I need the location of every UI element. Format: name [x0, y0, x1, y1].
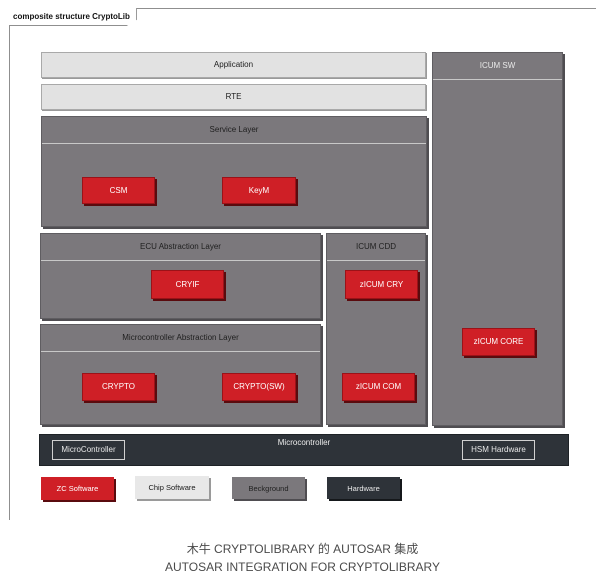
- zicum-core-module: zICUM CORE: [462, 328, 535, 356]
- icum-cdd-label: ICUM CDD: [356, 242, 396, 251]
- icum-sw-layer: ICUM SW: [432, 52, 563, 426]
- application-label: Application: [213, 60, 254, 69]
- rte-label: RTE: [225, 92, 242, 101]
- diagram-frame: [9, 8, 596, 520]
- service-layer: Service Layer: [41, 116, 427, 227]
- microcontroller-block: MicroController: [52, 440, 125, 460]
- mcal-header: Microcontroller Abstraction Layer: [41, 325, 320, 352]
- rte-layer: RTE: [41, 84, 426, 110]
- keym-module: KeyM: [222, 177, 296, 204]
- icum-cdd-header: ICUM CDD: [327, 234, 425, 261]
- hsm-hardware-block: HSM Hardware: [462, 440, 535, 460]
- service-layer-header: Service Layer: [42, 117, 426, 144]
- crypto-module: CRYPTO: [82, 373, 155, 401]
- application-layer: Application: [41, 52, 426, 78]
- legend-background: Beckground: [232, 477, 305, 499]
- legend-chip-software: Chip Software: [135, 476, 209, 499]
- cryif-module: CRYIF: [151, 270, 224, 299]
- caption-chinese: 木牛 CRYPTOLIBRARY 的 AUTOSAR 集成: [186, 542, 419, 556]
- caption-english: AUTOSAR INTEGRATION FOR CRYPTOLIBRARY: [165, 560, 440, 574]
- zicum-cry-module: zICUM CRY: [345, 270, 418, 299]
- mcal-label: Microcontroller Abstraction Layer: [122, 333, 239, 342]
- crypto-sw-module: CRYPTO(SW): [222, 373, 296, 401]
- zicum-com-module: zICUM COM: [342, 373, 415, 401]
- service-layer-label: Service Layer: [209, 125, 259, 134]
- frame-title: composite structure CryptoLib: [9, 8, 137, 26]
- ecu-abstraction-header: ECU Abstraction Layer: [41, 234, 320, 261]
- microcontroller-title: Microcontroller: [277, 438, 331, 447]
- icum-sw-header: ICUM SW: [433, 53, 562, 80]
- ecu-abstraction-label: ECU Abstraction Layer: [140, 242, 221, 251]
- icum-sw-label: ICUM SW: [479, 61, 516, 70]
- csm-module: CSM: [82, 177, 155, 204]
- legend-hardware: Hardware: [327, 477, 400, 499]
- legend-zc-software: ZC Software: [41, 477, 114, 500]
